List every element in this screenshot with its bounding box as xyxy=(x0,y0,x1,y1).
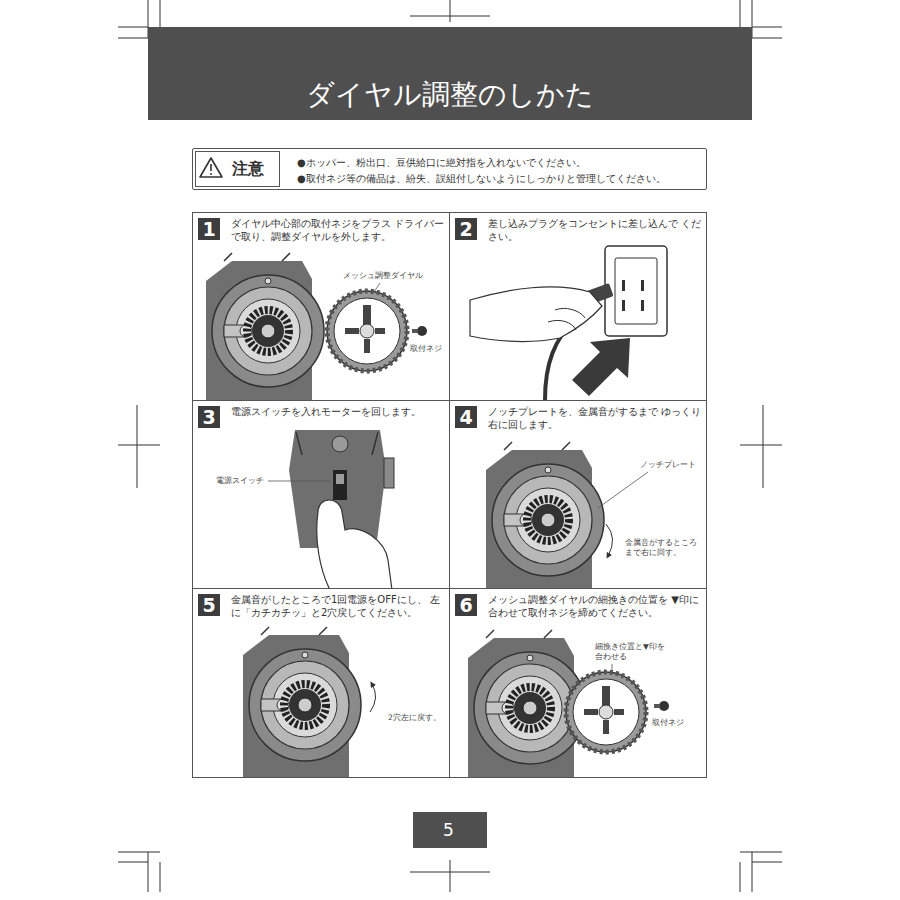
caution-heading: 注意 xyxy=(195,151,280,187)
step-number: 1 xyxy=(198,218,220,240)
caution-note: ●取付ネジ等の備品は、紛失、誤組付しないようにしっかりと管理してください。 xyxy=(297,172,702,185)
page-number: 5 xyxy=(413,812,484,848)
callout-label: ノッチプレート xyxy=(640,460,702,470)
step-text: ノッチプレートを、金属音がするまで ゆっくり右に回します。 xyxy=(488,405,703,431)
step-text: メッシュ調整ダイヤルの細挽きの位置を ▼印に合わせて取付ネジを締めてください。 xyxy=(488,593,703,619)
step-panel: 3 電源スイッチを入れモーターを回します。 xyxy=(192,400,450,589)
step-panel: 6 メッシュ調整ダイヤルの細挽きの位置を ▼印に合わせて取付ネジを締めてください。 xyxy=(449,588,707,778)
callout-label: 取付ネジ xyxy=(410,344,446,354)
callout-label: 取付ネジ xyxy=(652,718,692,728)
step-text: 金属音がしたところで1回電源をOFFにし、 左に「カチカチッ」と2穴戻してくださ… xyxy=(231,593,446,619)
step-panel: 5 金属音がしたところで1回電源をOFFにし、 左に「カチカチッ」と2穴戻してくだ… xyxy=(192,588,450,778)
step-number: 6 xyxy=(455,594,477,616)
step-panel: 1 ダイヤル中心部の取付ネジをプラス ドライバーで取り、調整ダイヤルを外します。 xyxy=(192,212,450,401)
caution-note: ●ホッパー、粉出口、豆供給口に絶対指を入れないでください。 xyxy=(297,156,702,169)
callout-label: 2穴左に戻す。 xyxy=(388,713,448,723)
callout-label: 金属音がするところ まで右に回す。 xyxy=(625,538,697,558)
step-number: 3 xyxy=(198,406,220,428)
step-number: 4 xyxy=(455,406,477,428)
step-text: 電源スイッチを入れモーターを回します。 xyxy=(231,405,446,418)
callout-label: 細挽き位置と▼印を 合わせる xyxy=(595,642,667,662)
page-number-box: 5 xyxy=(413,812,487,848)
step-number: 5 xyxy=(198,594,220,616)
callout-label: メッシュ調整ダイヤル xyxy=(343,271,425,281)
step-panel: 2 差し込みプラグをコンセントに差し込んで ください。 xyxy=(449,212,707,401)
step-panel: 4 ノッチプレートを、金属音がするまで ゆっくり右に回します。 xyxy=(449,400,707,589)
step-number: 2 xyxy=(455,218,477,240)
step-text: 差し込みプラグをコンセントに差し込んで ください。 xyxy=(488,217,703,243)
page-title: ダイヤル調整のしかた xyxy=(148,78,752,112)
caution-box: 注意 ●ホッパー、粉出口、豆供給口に絶対指を入れないでください。 ●取付ネジ等の備品… xyxy=(192,148,707,190)
step-text: ダイヤル中心部の取付ネジをプラス ドライバーで取り、調整ダイヤルを外します。 xyxy=(231,217,446,243)
callout-label: 電源スイッチ xyxy=(216,476,266,486)
